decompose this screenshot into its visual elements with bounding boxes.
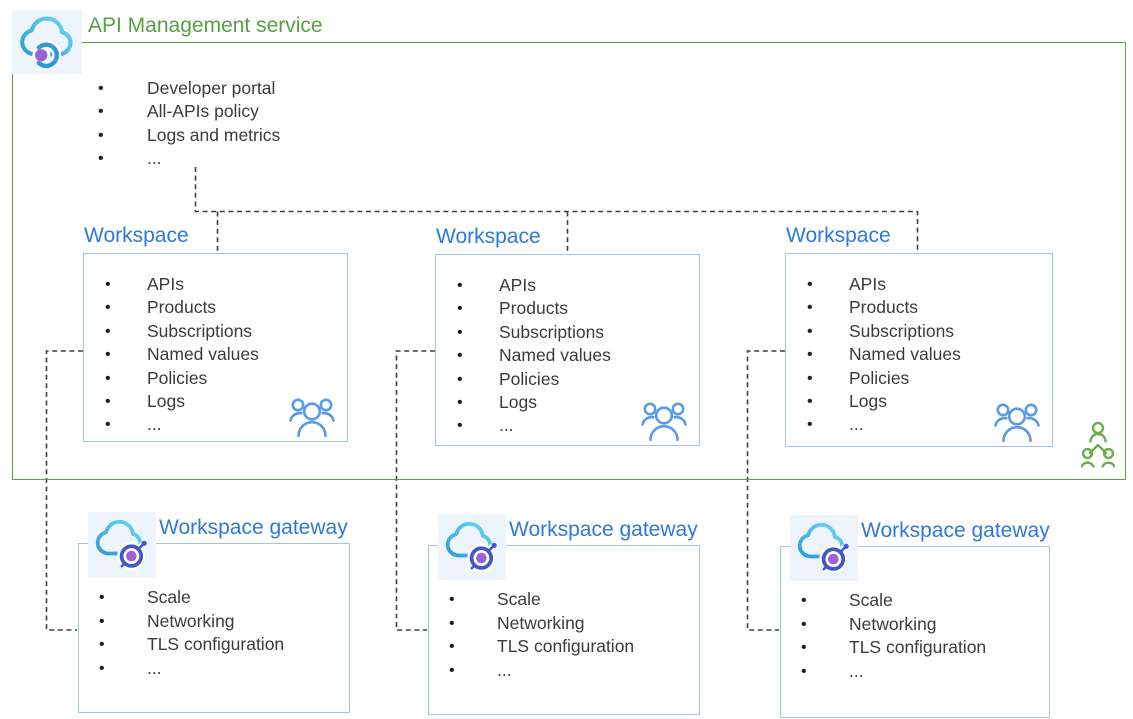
workspace-item: ... [807,413,961,437]
workspace2-gateway2-connector [395,350,435,631]
gateway-title: Workspace gateway [861,519,1050,542]
organization-people-icon [1081,421,1115,468]
gateway-item-list: Scale Networking TLS configuration ... [99,586,284,680]
workspace-item: Named values [105,343,259,367]
gateway-item: Networking [449,612,634,636]
workspace-item: Subscriptions [105,320,259,344]
gateway-title: Workspace gateway [159,516,348,539]
workspace-title: Workspace [84,224,189,247]
workspace-title: Workspace [786,224,891,247]
workspace-item: Named values [457,344,611,368]
api-management-service-box [12,42,1126,480]
workspace-item: Subscriptions [807,320,961,344]
gateway-cloud-icon [95,519,147,571]
gateway-title: Workspace gateway [509,518,698,541]
gateway-box-1: Workspace gateway Scale Networking TLS c… [78,512,350,713]
gateway-item: ... [99,657,284,681]
service-feature-list: Developer portal All-APIs policy Logs an… [98,77,280,171]
gateway-item: ... [801,660,986,684]
team-people-icon [289,398,335,437]
workspace-item: Policies [457,368,611,392]
workspace-item: Logs [457,391,611,415]
workspace-item-list: APIs Products Subscriptions Named values… [807,273,961,437]
workspace-item: ... [457,414,611,438]
gateway-icon-tile [438,514,506,580]
gateway-icon-tile [88,512,156,578]
team-people-icon [641,402,687,441]
workspace-item: Logs [807,390,961,414]
gateway-item: Scale [801,589,986,613]
gateway-item: ... [449,659,634,683]
workspace-item: Products [457,297,611,321]
api-management-icon-tile [12,10,82,74]
workspace-item: ... [105,413,259,437]
workspace-box-3: Workspace APIs Products Subscriptions Na… [785,224,1053,447]
workspace-box-2: Workspace APIs Products Subscriptions Na… [435,225,700,446]
workspace-item-list: APIs Products Subscriptions Named values… [457,274,611,438]
workspace-title: Workspace [436,225,541,248]
gateway-item-list: Scale Networking TLS configuration ... [449,588,634,682]
gateway-item: TLS configuration [99,633,284,657]
workspace-item: Products [807,296,961,320]
gateway-item-list: Scale Networking TLS configuration ... [801,589,986,683]
gateway-item: TLS configuration [801,636,986,660]
workspace-item: Products [105,296,259,320]
workspace-item: Policies [105,367,259,391]
gateway-icon-tile [790,515,858,581]
team-people-icon [994,403,1040,442]
gateway-box-3: Workspace gateway Scale Networking TLS c… [780,515,1050,718]
gateway-item: TLS configuration [449,635,634,659]
workspace1-gateway1-connector [45,350,83,631]
gateway-item: Networking [99,610,284,634]
workspace-item: APIs [807,273,961,297]
workspace-item: Subscriptions [457,321,611,345]
workspace-item: APIs [457,274,611,298]
workspace-item: Policies [807,367,961,391]
workspace3-gateway3-connector [746,350,785,631]
workspace-item: APIs [105,273,259,297]
workspace-box-1: Workspace APIs Products Subscriptions Na… [83,224,348,442]
gateway-item: Networking [801,613,986,637]
service-feature-item: ... [98,147,280,171]
workspace-item: Logs [105,390,259,414]
gateway-item: Scale [449,588,634,612]
gateway-item: Scale [99,586,284,610]
gateway-cloud-icon [797,522,849,574]
service-to-workspaces-connector [194,167,919,252]
service-feature-item: Logs and metrics [98,124,280,148]
service-title: API Management service [88,14,323,37]
service-feature-item: All-APIs policy [98,100,280,124]
service-feature-item: Developer portal [98,77,280,101]
gateway-box-2: Workspace gateway Scale Networking TLS c… [428,514,700,715]
workspace-item-list: APIs Products Subscriptions Named values… [105,273,259,437]
workspace-item: Named values [807,343,961,367]
api-management-cloud-icon [20,16,73,71]
gateway-cloud-icon [445,521,497,573]
